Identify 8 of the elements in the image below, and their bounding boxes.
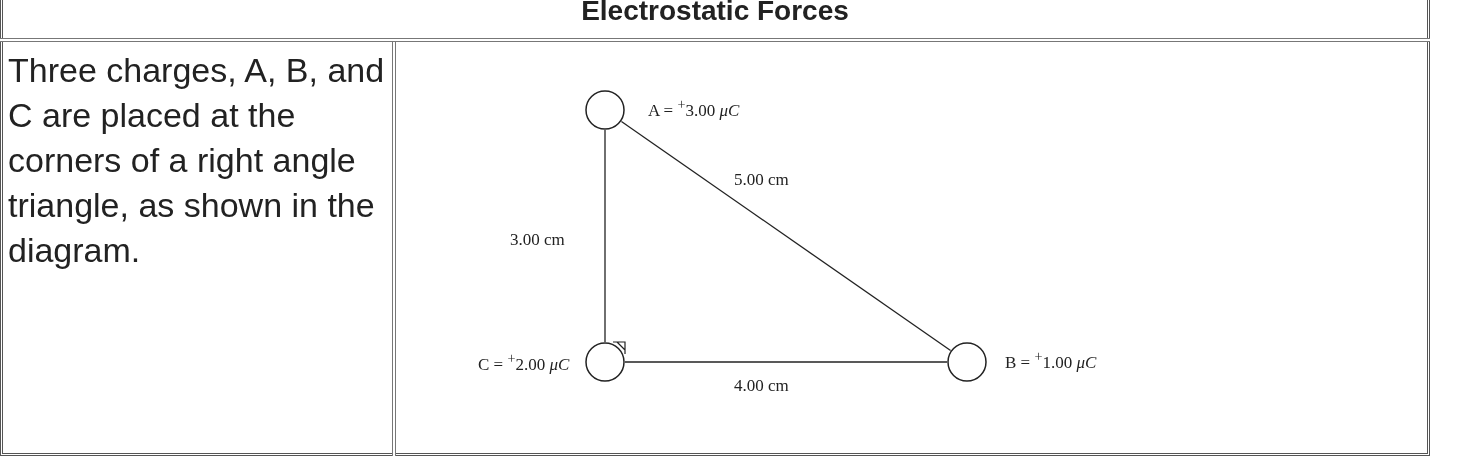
description-text: Three charges, A, B, and C are placed at the corners of a right angle triangle, as shown in the diagram.	[8, 50, 386, 271]
triangle-side-line	[620, 120, 952, 352]
triangle-side-line	[604, 129, 606, 343]
charge-label: B = $^{+}$1.00 μC	[1005, 348, 1097, 373]
charge-label: C = $^{+}$2.00 μC	[478, 350, 570, 375]
triangle-side-line	[624, 361, 948, 363]
charge-label: A = $^{+}$3.00 μC	[648, 96, 740, 121]
table-title: Electrostatic Forces	[580, 0, 850, 28]
